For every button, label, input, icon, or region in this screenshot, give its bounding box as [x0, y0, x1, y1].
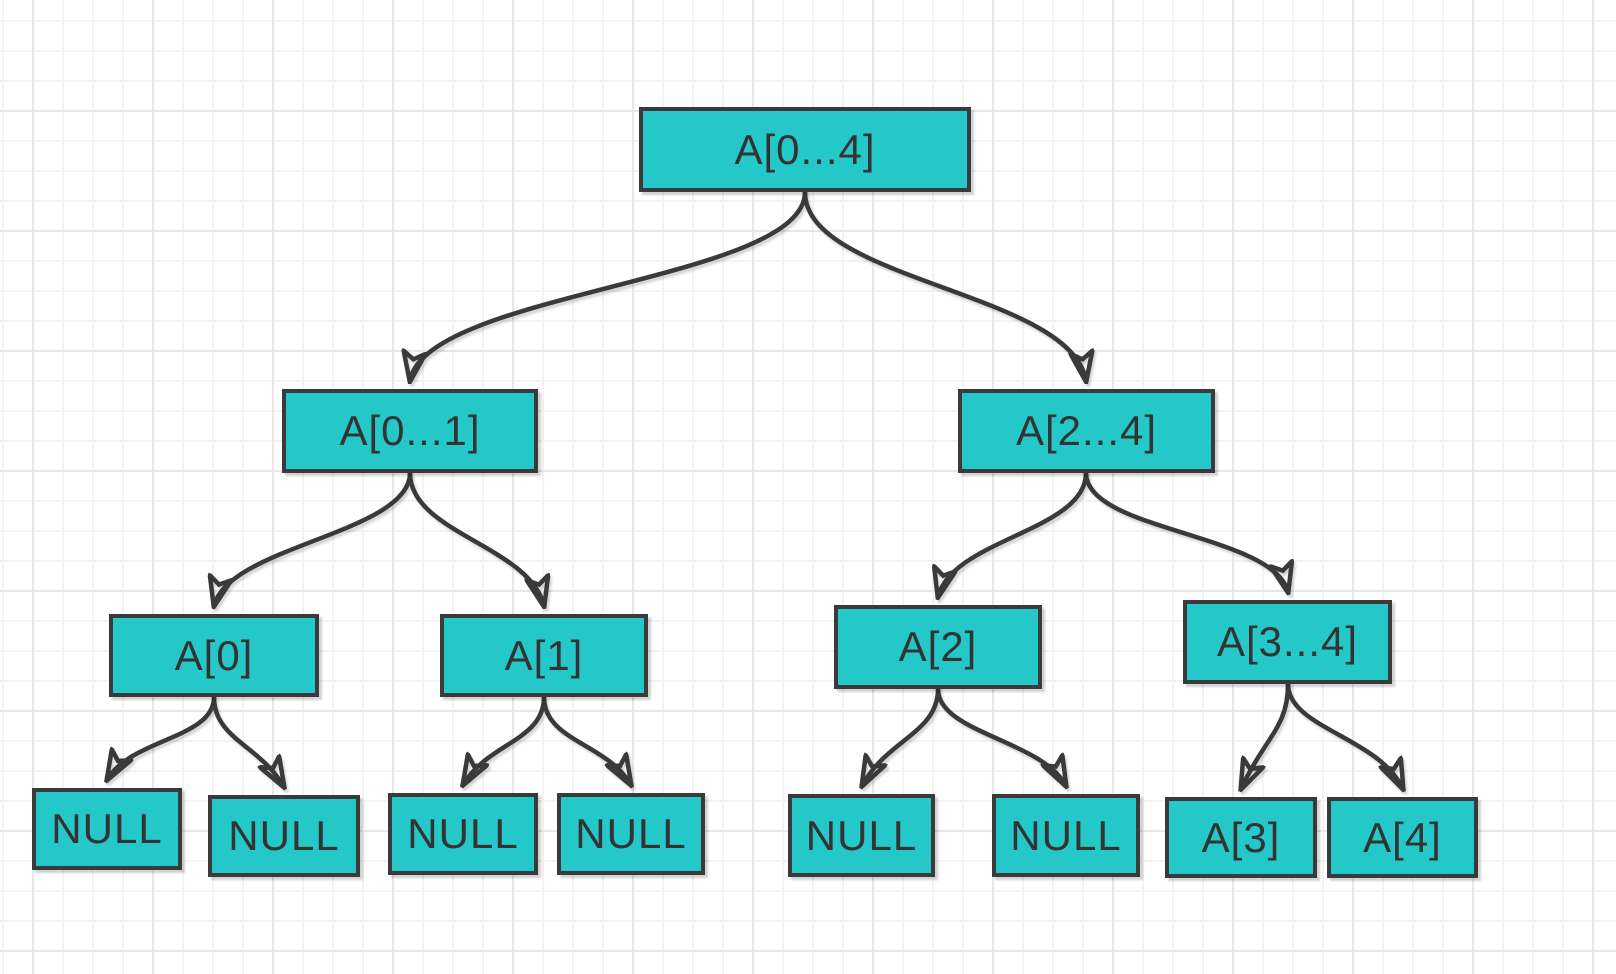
node-a1[interactable]: A[1]: [440, 614, 648, 697]
edge-a1-null3[interactable]: [463, 694, 547, 785]
edge-a34-a4[interactable]: [1285, 681, 1403, 789]
node-a04[interactable]: A[0...4]: [639, 107, 971, 192]
edge-a04-a24[interactable]: [802, 189, 1086, 381]
node-a34[interactable]: A[3...4]: [1183, 600, 1392, 684]
node-null-4[interactable]: NULL: [557, 793, 705, 875]
node-a0[interactable]: A[0]: [109, 614, 319, 697]
node-a3[interactable]: A[3]: [1165, 797, 1317, 878]
node-null-2[interactable]: NULL: [208, 795, 360, 877]
edge-a1-null4[interactable]: [541, 694, 631, 785]
node-null-1[interactable]: NULL: [32, 788, 182, 870]
edge-a01-a1[interactable]: [407, 470, 544, 606]
node-null-6[interactable]: NULL: [992, 794, 1140, 877]
edge-a2-null6[interactable]: [935, 686, 1066, 786]
edge-a04-a01[interactable]: [410, 189, 808, 381]
edge-a01-a0[interactable]: [214, 470, 413, 606]
edge-a2-null5[interactable]: [862, 686, 941, 786]
node-a01[interactable]: A[0...1]: [282, 389, 538, 473]
node-a2[interactable]: A[2]: [834, 605, 1042, 689]
node-null-5[interactable]: NULL: [788, 794, 935, 877]
edge-a0-null2[interactable]: [211, 694, 284, 787]
node-null-3[interactable]: NULL: [388, 793, 538, 875]
edge-a0-null1[interactable]: [107, 694, 217, 780]
node-a24[interactable]: A[2...4]: [958, 389, 1215, 473]
edge-a34-a3[interactable]: [1241, 681, 1291, 789]
edge-a24-a34[interactable]: [1083, 470, 1288, 592]
edge-a24-a2[interactable]: [938, 470, 1089, 597]
node-a4[interactable]: A[4]: [1327, 797, 1478, 878]
